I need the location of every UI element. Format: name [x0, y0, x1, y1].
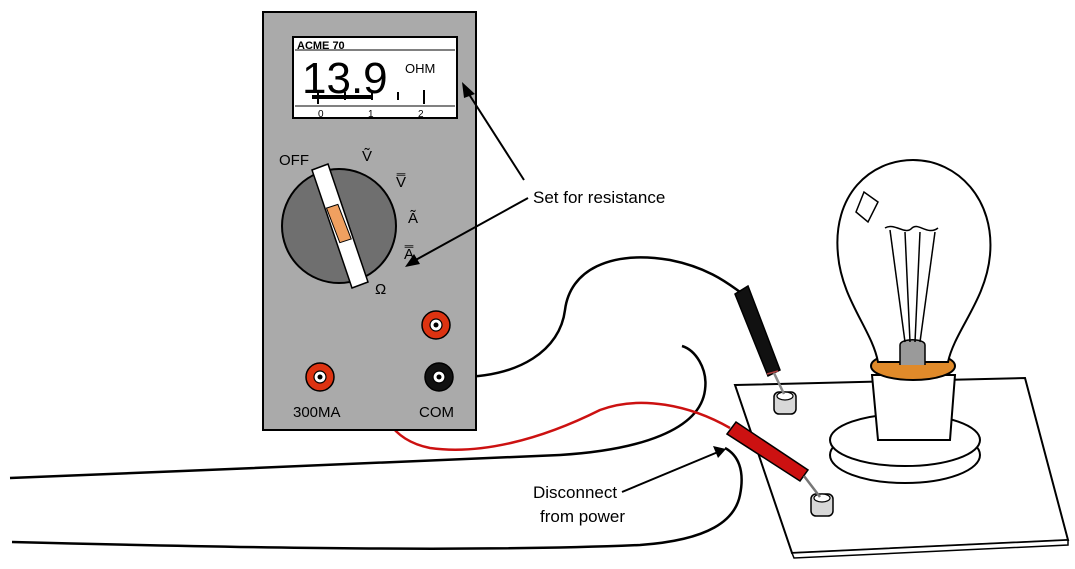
lcd-scale-0: 0 — [318, 109, 324, 120]
dial-label-ohms: Ω — [375, 281, 386, 298]
power-cord — [9, 344, 743, 550]
red-probe — [725, 420, 821, 498]
arrow-to-display — [464, 87, 525, 181]
annotation-disconnect: Disconnect from power — [533, 446, 726, 526]
power-wire-bottom — [11, 446, 743, 550]
jack-com[interactable] — [424, 362, 454, 392]
disconnect-label-line2: from power — [540, 507, 625, 526]
lcd-bar-graph — [295, 90, 455, 107]
set-for-resistance-label: Set for resistance — [533, 188, 665, 207]
dial-label-dc-volts: V̿ — [396, 174, 406, 191]
lcd-scale-1: 1 — [368, 109, 374, 120]
lcd-scale-2: 2 — [418, 109, 424, 120]
jack-volt-ohm[interactable] — [421, 310, 451, 340]
annotation-set-for-resistance: Set for resistance — [405, 82, 665, 267]
terminal-bottom — [810, 493, 834, 517]
dial-label-dc-amps: A̿ — [404, 246, 414, 263]
multimeter: ACME 70 13.9 OHM 0 1 2 OFF Ṽ V̿ Ã A̿ Ω — [262, 11, 477, 431]
jack-300ma-label: 300MA — [293, 404, 341, 421]
lcd-brand: ACME 70 — [297, 40, 345, 52]
lcd-unit: OHM — [405, 61, 435, 76]
dial-label-ac-amps: Ã — [408, 210, 418, 227]
light-bulb — [829, 158, 992, 484]
arrow-to-ohms — [411, 197, 529, 263]
terminal-top — [773, 391, 797, 415]
jack-300ma[interactable] — [305, 362, 335, 392]
dial-pointer-center — [325, 203, 352, 244]
arrow-to-wire — [621, 451, 719, 493]
black-probe — [734, 284, 786, 395]
rotary-dial[interactable] — [281, 163, 397, 289]
lcd-display: ACME 70 13.9 OHM 0 1 2 — [292, 36, 458, 120]
dial-label-ac-volts: Ṽ — [362, 148, 372, 165]
black-lead-wire — [457, 256, 741, 379]
disconnect-label-line1: Disconnect — [533, 483, 617, 502]
power-wire-top — [9, 344, 707, 480]
dial-label-off: OFF — [279, 152, 309, 169]
jack-com-label: COM — [419, 404, 454, 421]
